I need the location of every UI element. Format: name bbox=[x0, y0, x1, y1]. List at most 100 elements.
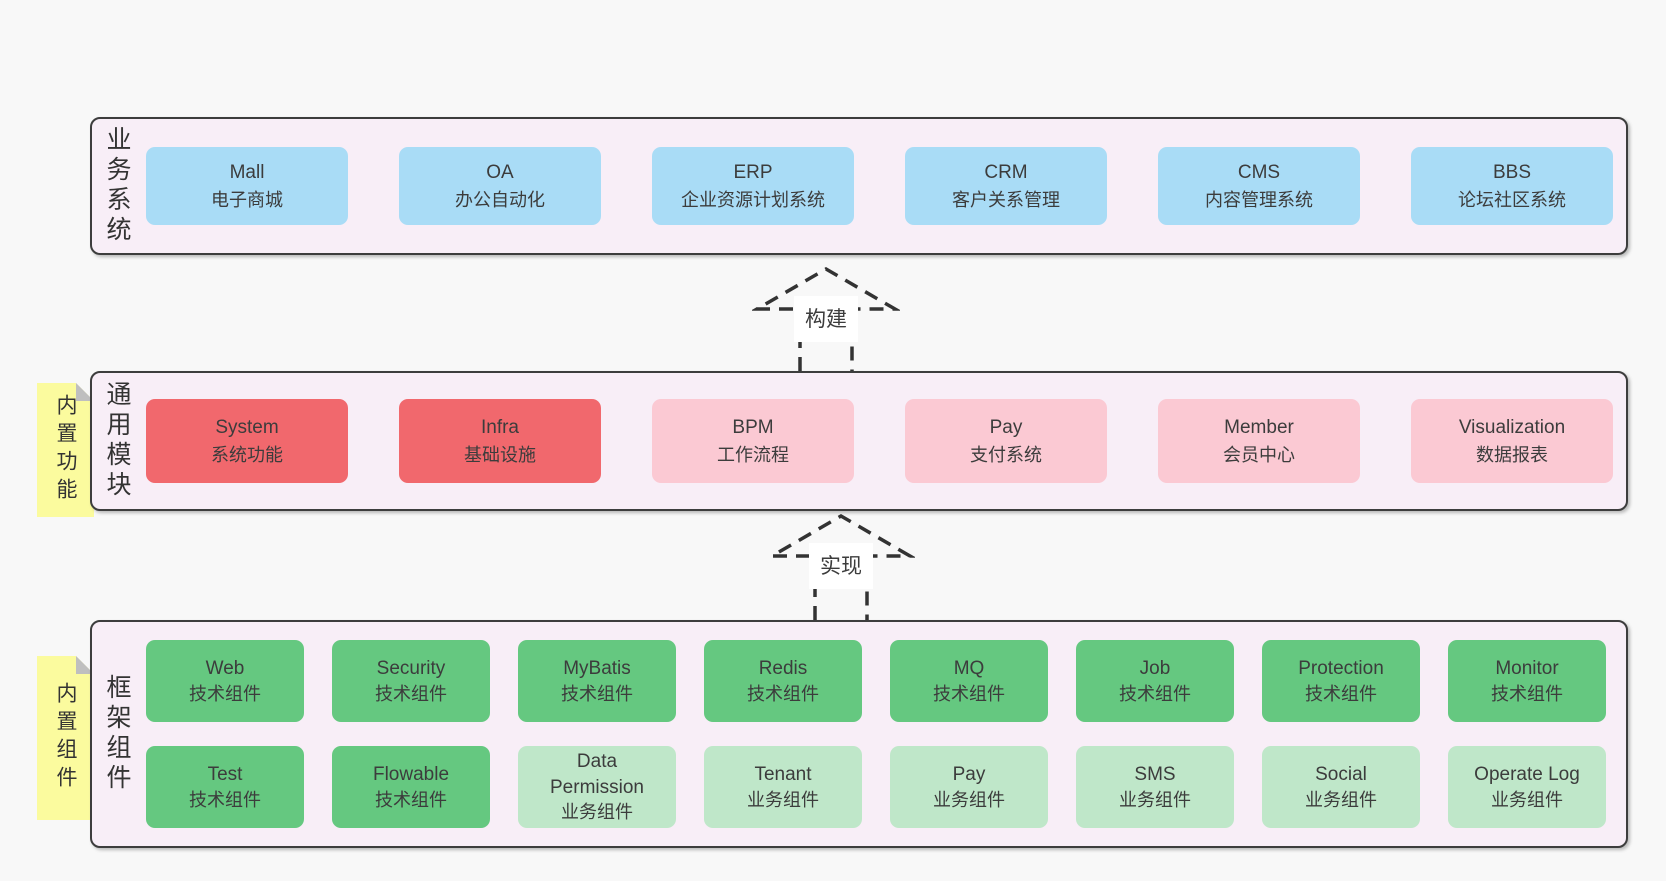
layer-common-modules: 通用模块 System 系统功能 Infra 基础设施 BPM 工作流程 Pay… bbox=[90, 371, 1628, 511]
node-infra: Infra 基础设施 bbox=[399, 399, 601, 483]
node-pay-business: Pay 业务组件 bbox=[890, 746, 1048, 828]
node-subtitle: 业务组件 bbox=[1119, 789, 1191, 810]
node-subtitle: 客户关系管理 bbox=[952, 189, 1060, 210]
node-subtitle: 业务组件 bbox=[1305, 789, 1377, 810]
node-title: Pay bbox=[989, 417, 1023, 439]
node-bbs: BBS 论坛社区系统 bbox=[1411, 147, 1613, 225]
node-subtitle: 内容管理系统 bbox=[1205, 189, 1313, 210]
layer-label: 业务系统 bbox=[103, 126, 131, 246]
node-protection: Protection 技术组件 bbox=[1262, 640, 1420, 722]
node-subtitle: 技术组件 bbox=[561, 683, 633, 704]
node-title: Web bbox=[205, 658, 245, 680]
node-operate-log: Operate Log 业务组件 bbox=[1448, 746, 1606, 828]
node-bpm: BPM 工作流程 bbox=[652, 399, 854, 483]
node-oa: OA 办公自动化 bbox=[399, 147, 601, 225]
node-title: Monitor bbox=[1495, 658, 1559, 680]
node-subtitle: 技术组件 bbox=[189, 789, 261, 810]
node-subtitle: 技术组件 bbox=[189, 683, 261, 704]
sticky-note-label: 内置功能 bbox=[54, 394, 77, 506]
node-title: Data Permission bbox=[550, 751, 644, 798]
node-erp: ERP 企业资源计划系统 bbox=[652, 147, 854, 225]
layer-label: 框架组件 bbox=[103, 674, 131, 794]
node-subtitle: 技术组件 bbox=[1305, 683, 1377, 704]
node-subtitle: 技术组件 bbox=[933, 683, 1005, 704]
node-title: Tenant bbox=[754, 764, 812, 786]
components-row-2: Test 技术组件 Flowable 技术组件 Data Permission … bbox=[146, 746, 1606, 828]
layer-business-systems: 业务系统 Mall 电子商城 OA 办公自动化 ERP 企业资源计划系统 CRM… bbox=[90, 117, 1628, 255]
node-title: Member bbox=[1224, 417, 1294, 439]
node-social: Social 业务组件 bbox=[1262, 746, 1420, 828]
node-mq: MQ 技术组件 bbox=[890, 640, 1048, 722]
node-title: Security bbox=[376, 658, 446, 680]
node-subtitle: 基础设施 bbox=[464, 444, 536, 465]
node-subtitle: 技术组件 bbox=[375, 789, 447, 810]
node-title: BBS bbox=[1492, 162, 1532, 184]
node-title: Visualization bbox=[1458, 417, 1566, 439]
node-title: Flowable bbox=[372, 764, 450, 786]
sticky-note-built-in-features: 内置功能 bbox=[37, 383, 94, 517]
node-subtitle: 论坛社区系统 bbox=[1458, 189, 1566, 210]
node-title: CMS bbox=[1237, 162, 1281, 184]
node-title: CRM bbox=[984, 162, 1028, 184]
node-system: System 系统功能 bbox=[146, 399, 348, 483]
node-subtitle: 技术组件 bbox=[1119, 683, 1191, 704]
node-title: BPM bbox=[732, 417, 774, 439]
node-redis: Redis 技术组件 bbox=[704, 640, 862, 722]
node-subtitle: 业务组件 bbox=[747, 789, 819, 810]
node-subtitle: 办公自动化 bbox=[455, 189, 545, 210]
node-pay: Pay 支付系统 bbox=[905, 399, 1107, 483]
node-title: Infra bbox=[480, 417, 520, 439]
node-security: Security 技术组件 bbox=[332, 640, 490, 722]
build-arrow: 构建 bbox=[752, 266, 900, 371]
node-cms: CMS 内容管理系统 bbox=[1158, 147, 1360, 225]
node-subtitle: 支付系统 bbox=[970, 444, 1042, 465]
node-title: MQ bbox=[953, 658, 985, 680]
node-subtitle: 会员中心 bbox=[1223, 444, 1295, 465]
node-job: Job 技术组件 bbox=[1076, 640, 1234, 722]
node-subtitle: 技术组件 bbox=[1491, 683, 1563, 704]
node-subtitle: 企业资源计划系统 bbox=[681, 189, 825, 210]
node-title: ERP bbox=[733, 162, 773, 184]
node-subtitle: 工作流程 bbox=[717, 444, 789, 465]
implement-arrow: 实现 bbox=[767, 513, 915, 620]
node-data-permission: Data Permission 业务组件 bbox=[518, 746, 676, 828]
build-arrow-label: 构建 bbox=[805, 308, 847, 331]
layer-framework-components: 框架组件 Web 技术组件 Security 技术组件 MyBatis 技术组件… bbox=[90, 620, 1628, 848]
node-title: Mall bbox=[229, 162, 265, 184]
node-monitor: Monitor 技术组件 bbox=[1448, 640, 1606, 722]
node-mybatis: MyBatis 技术组件 bbox=[518, 640, 676, 722]
node-title: Protection bbox=[1298, 658, 1384, 680]
arrow-label-bg bbox=[809, 543, 873, 589]
implement-arrow-label: 实现 bbox=[820, 555, 862, 578]
sticky-note-label: 内置组件 bbox=[54, 682, 77, 794]
sticky-note-built-in-components: 内置组件 bbox=[37, 656, 94, 820]
node-subtitle: 电子商城 bbox=[211, 189, 283, 210]
arrow-label-bg bbox=[794, 296, 858, 342]
node-title: SMS bbox=[1134, 764, 1176, 786]
node-member: Member 会员中心 bbox=[1158, 399, 1360, 483]
components-row-1: Web 技术组件 Security 技术组件 MyBatis 技术组件 Redi… bbox=[146, 640, 1606, 722]
node-subtitle: 系统功能 bbox=[211, 444, 283, 465]
node-subtitle: 业务组件 bbox=[1491, 789, 1563, 810]
node-mall: Mall 电子商城 bbox=[146, 147, 348, 225]
node-title: Pay bbox=[952, 764, 986, 786]
node-subtitle: 技术组件 bbox=[747, 683, 819, 704]
node-subtitle: 业务组件 bbox=[561, 802, 633, 823]
node-test: Test 技术组件 bbox=[146, 746, 304, 828]
node-title: Redis bbox=[758, 658, 808, 680]
node-title: System bbox=[215, 417, 279, 439]
node-web: Web 技术组件 bbox=[146, 640, 304, 722]
node-visualization: Visualization 数据报表 bbox=[1411, 399, 1613, 483]
layer-label: 通用模块 bbox=[103, 381, 131, 501]
node-tenant: Tenant 业务组件 bbox=[704, 746, 862, 828]
node-title: MyBatis bbox=[563, 658, 631, 680]
node-title: Job bbox=[1139, 658, 1171, 680]
node-title: Operate Log bbox=[1474, 764, 1580, 786]
node-flowable: Flowable 技术组件 bbox=[332, 746, 490, 828]
node-subtitle: 业务组件 bbox=[933, 789, 1005, 810]
node-title: Social bbox=[1315, 764, 1367, 786]
node-subtitle: 数据报表 bbox=[1476, 444, 1548, 465]
node-crm: CRM 客户关系管理 bbox=[905, 147, 1107, 225]
node-subtitle: 技术组件 bbox=[375, 683, 447, 704]
